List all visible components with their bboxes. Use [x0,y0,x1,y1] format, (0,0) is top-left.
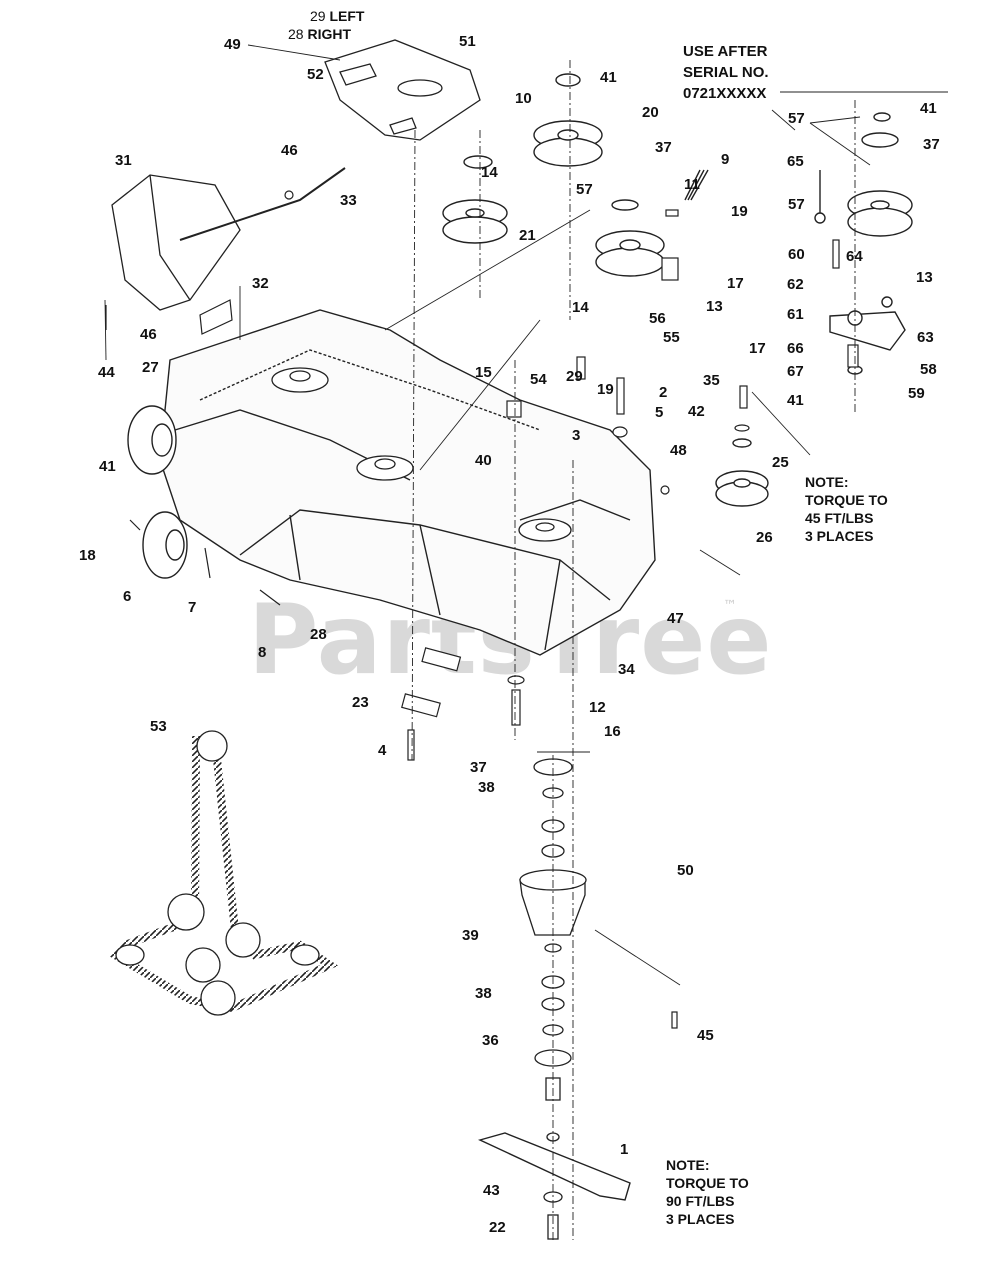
callout-67[interactable]: 67 [787,363,804,380]
callout-41[interactable]: 41 [920,100,937,117]
callout-40[interactable]: 40 [475,452,492,469]
callout-47[interactable]: 47 [667,610,684,627]
trademark-symbol: ™ [723,598,737,614]
callout-32[interactable]: 32 [252,275,269,292]
callout-42[interactable]: 42 [688,403,705,420]
callout-19[interactable]: 19 [731,203,748,220]
callout-16[interactable]: 16 [604,723,621,740]
serial-number-note: USE AFTER SERIAL NO. 0721XXXXX [683,43,769,102]
callout-13[interactable]: 13 [916,269,933,286]
callout-14[interactable]: 14 [572,299,589,316]
callout-41[interactable]: 41 [600,69,617,86]
callout-19[interactable]: 19 [597,381,614,398]
callout-41[interactable]: 41 [99,458,116,475]
callout-61[interactable]: 61 [787,306,804,323]
callout-38[interactable]: 38 [478,779,495,796]
discharge-chute [111,167,346,311]
left-right-label-left: 29 LEFT [310,8,365,24]
callout-58[interactable]: 58 [920,361,937,378]
callout-64[interactable]: 64 [846,248,863,265]
callout-39[interactable]: 39 [462,927,479,944]
callout-37[interactable]: 37 [923,136,940,153]
callout-33[interactable]: 33 [340,192,357,209]
callout-28[interactable]: 28 [310,626,327,643]
callout-43[interactable]: 43 [483,1182,500,1199]
callout-63[interactable]: 63 [917,329,934,346]
callout-45[interactable]: 45 [697,1027,714,1044]
torque-note-90: NOTE: TORQUE TO 90 FT/LBS 3 PLACES [666,1157,749,1227]
callout-35[interactable]: 35 [703,372,720,389]
callout-37[interactable]: 37 [655,139,672,156]
callout-4[interactable]: 4 [378,742,387,759]
callout-49[interactable]: 49 [224,36,241,53]
gauge-wheels [127,405,188,579]
callout-6[interactable]: 6 [123,588,132,605]
callout-52[interactable]: 52 [307,66,324,83]
callout-34[interactable]: 34 [618,661,635,678]
callout-50[interactable]: 50 [677,862,694,879]
callout-17[interactable]: 17 [727,275,744,292]
callout-26[interactable]: 26 [756,529,773,546]
callout-12[interactable]: 12 [589,699,606,716]
callout-14[interactable]: 14 [481,164,498,181]
callout-60[interactable]: 60 [788,246,805,263]
callout-57[interactable]: 57 [788,196,805,213]
callout-56[interactable]: 56 [649,310,666,327]
belt-shield [324,39,481,141]
callout-53[interactable]: 53 [150,718,167,735]
callout-18[interactable]: 18 [79,547,96,564]
callout-57[interactable]: 57 [788,110,805,127]
callout-20[interactable]: 20 [642,104,659,121]
torque-note-45: NOTE: TORQUE TO 45 FT/LBS 3 PLACES [805,474,888,544]
callout-44[interactable]: 44 [98,364,115,381]
callout-17[interactable]: 17 [749,340,766,357]
callout-22[interactable]: 22 [489,1219,506,1236]
idler-pulleys [442,73,913,507]
mower-blade [477,1132,631,1201]
callout-7[interactable]: 7 [188,599,197,616]
callout-8[interactable]: 8 [258,644,267,661]
deck-spindle-pulleys [271,367,572,542]
callout-62[interactable]: 62 [787,276,804,293]
callout-2[interactable]: 2 [659,384,668,401]
callout-46[interactable]: 46 [140,326,157,343]
callout-59[interactable]: 59 [908,385,925,402]
callout-66[interactable]: 66 [787,340,804,357]
callout-10[interactable]: 10 [515,90,532,107]
drive-belt [108,730,339,1016]
callout-11[interactable]: 11 [684,176,700,193]
leader-lines [104,44,948,1240]
callout-23[interactable]: 23 [352,694,369,711]
callout-37[interactable]: 37 [470,759,487,776]
callout-41[interactable]: 41 [787,392,804,409]
callout-13[interactable]: 13 [706,298,723,315]
callout-1[interactable]: 1 [620,1141,629,1158]
callout-27[interactable]: 27 [142,359,159,376]
callout-65[interactable]: 65 [787,153,804,170]
callout-25[interactable]: 25 [772,454,789,471]
callout-9[interactable]: 9 [721,151,730,168]
callout-21[interactable]: 21 [519,227,536,244]
callout-29[interactable]: 29 [566,368,583,385]
callout-5[interactable]: 5 [655,404,664,421]
hardware-parts [105,190,859,1029]
callout-57[interactable]: 57 [576,181,593,198]
left-right-label-right: 28 RIGHT [288,26,352,42]
callout-38[interactable]: 38 [475,985,492,1002]
callout-48[interactable]: 48 [670,442,687,459]
callout-54[interactable]: 54 [530,371,547,388]
callout-36[interactable]: 36 [482,1032,499,1049]
callout-15[interactable]: 15 [475,364,492,381]
callout-51[interactable]: 51 [459,33,476,50]
callout-31[interactable]: 31 [115,152,132,169]
callout-46[interactable]: 46 [281,142,298,159]
callout-55[interactable]: 55 [663,329,680,346]
callout-3[interactable]: 3 [572,427,581,444]
